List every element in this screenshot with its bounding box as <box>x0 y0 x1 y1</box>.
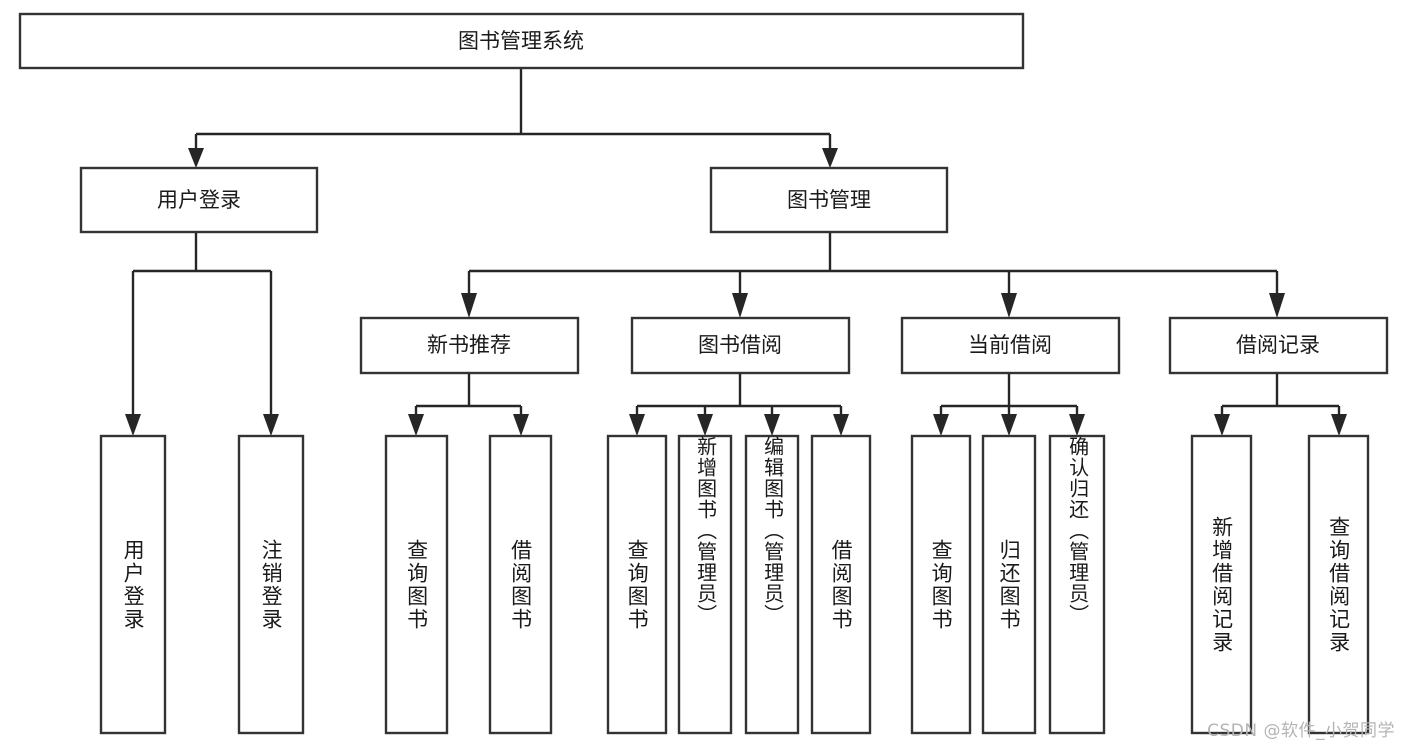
node-leaf-borrow-book-1-box[interactable] <box>488 434 553 735</box>
node-book-borrow-label: 图书借阅 <box>698 333 782 357</box>
arrow-head-leaf-user-login <box>125 414 141 436</box>
arrow-head-leaf-edit-book <box>764 414 780 436</box>
node-current-borrow[interactable]: 当前借阅 <box>900 316 1121 375</box>
node-current-borrow-box[interactable] <box>900 316 1121 375</box>
arrow-head-user-login <box>188 148 204 168</box>
arrow-head-leaf-query-record <box>1331 414 1347 436</box>
node-book-manage-box[interactable] <box>709 166 949 234</box>
arrow-head-leaf-add-book <box>697 414 713 436</box>
arrow-head-leaf-borrow-book-2 <box>833 414 849 436</box>
node-current-borrow-label: 当前借阅 <box>968 333 1052 357</box>
arrow-head-book-manage <box>822 148 838 168</box>
arrow-head-leaf-query-book-1 <box>408 414 424 436</box>
node-leaf-query-book-2-box[interactable] <box>606 434 668 735</box>
node-leaf-add-book-box[interactable] <box>677 434 733 735</box>
node-leaf-query-record-box[interactable] <box>1307 434 1370 735</box>
node-leaf-logout-box[interactable] <box>237 434 305 735</box>
connector-group <box>125 68 1347 436</box>
node-book-borrow-box[interactable] <box>630 316 851 375</box>
arrow-head-leaf-return-book <box>1001 414 1017 436</box>
arrow-head-leaf-add-record <box>1214 414 1230 436</box>
node-leaf-user-login-box[interactable] <box>99 434 167 735</box>
node-new-book-rec-box[interactable] <box>359 316 580 375</box>
node-leaf-query-book-1-box[interactable] <box>384 434 449 735</box>
node-leaf-edit-book-box[interactable] <box>744 434 800 735</box>
arrow-head-new-book-rec <box>461 293 477 318</box>
node-leaf-confirm-return-box[interactable] <box>1048 434 1106 735</box>
arrow-head-leaf-query-book-3 <box>933 414 949 436</box>
node-book-borrow[interactable]: 图书借阅 <box>630 316 851 375</box>
node-borrow-record[interactable]: 借阅记录 <box>1168 316 1389 375</box>
node-new-book-rec-label: 新书推荐 <box>427 333 511 357</box>
node-user-login-label: 用户登录 <box>157 188 241 212</box>
node-book-manage-label: 图书管理 <box>787 188 871 212</box>
arrow-head-leaf-borrow-book-1 <box>513 414 529 436</box>
node-user-login[interactable]: 用户登录 <box>79 166 319 234</box>
arrow-head-leaf-confirm-return <box>1069 414 1085 436</box>
arrow-head-book-borrow <box>732 293 748 318</box>
node-root[interactable]: 图书管理系统 <box>18 12 1025 70</box>
node-leaf-borrow-book-2-box[interactable] <box>810 434 872 735</box>
node-root-label: 图书管理系统 <box>458 29 584 53</box>
node-root-box[interactable] <box>18 12 1025 70</box>
arrow-head-current-borrow <box>1001 293 1017 318</box>
node-new-book-rec[interactable]: 新书推荐 <box>359 316 580 375</box>
arrow-head-leaf-logout <box>263 414 279 436</box>
node-borrow-record-box[interactable] <box>1168 316 1389 375</box>
arrow-head-borrow-record <box>1269 293 1285 318</box>
node-leaf-query-book-3-box[interactable] <box>910 434 972 735</box>
arrow-head-leaf-query-book-2 <box>629 414 645 436</box>
node-leaf-return-book-box[interactable] <box>981 434 1037 735</box>
node-user-login-box[interactable] <box>79 166 319 234</box>
node-leaf-add-record-box[interactable] <box>1190 434 1253 735</box>
watermark-text: CSDN @软件_小贺同学 <box>1207 721 1395 741</box>
node-borrow-record-label: 借阅记录 <box>1236 333 1320 357</box>
node-book-manage[interactable]: 图书管理 <box>709 166 949 234</box>
